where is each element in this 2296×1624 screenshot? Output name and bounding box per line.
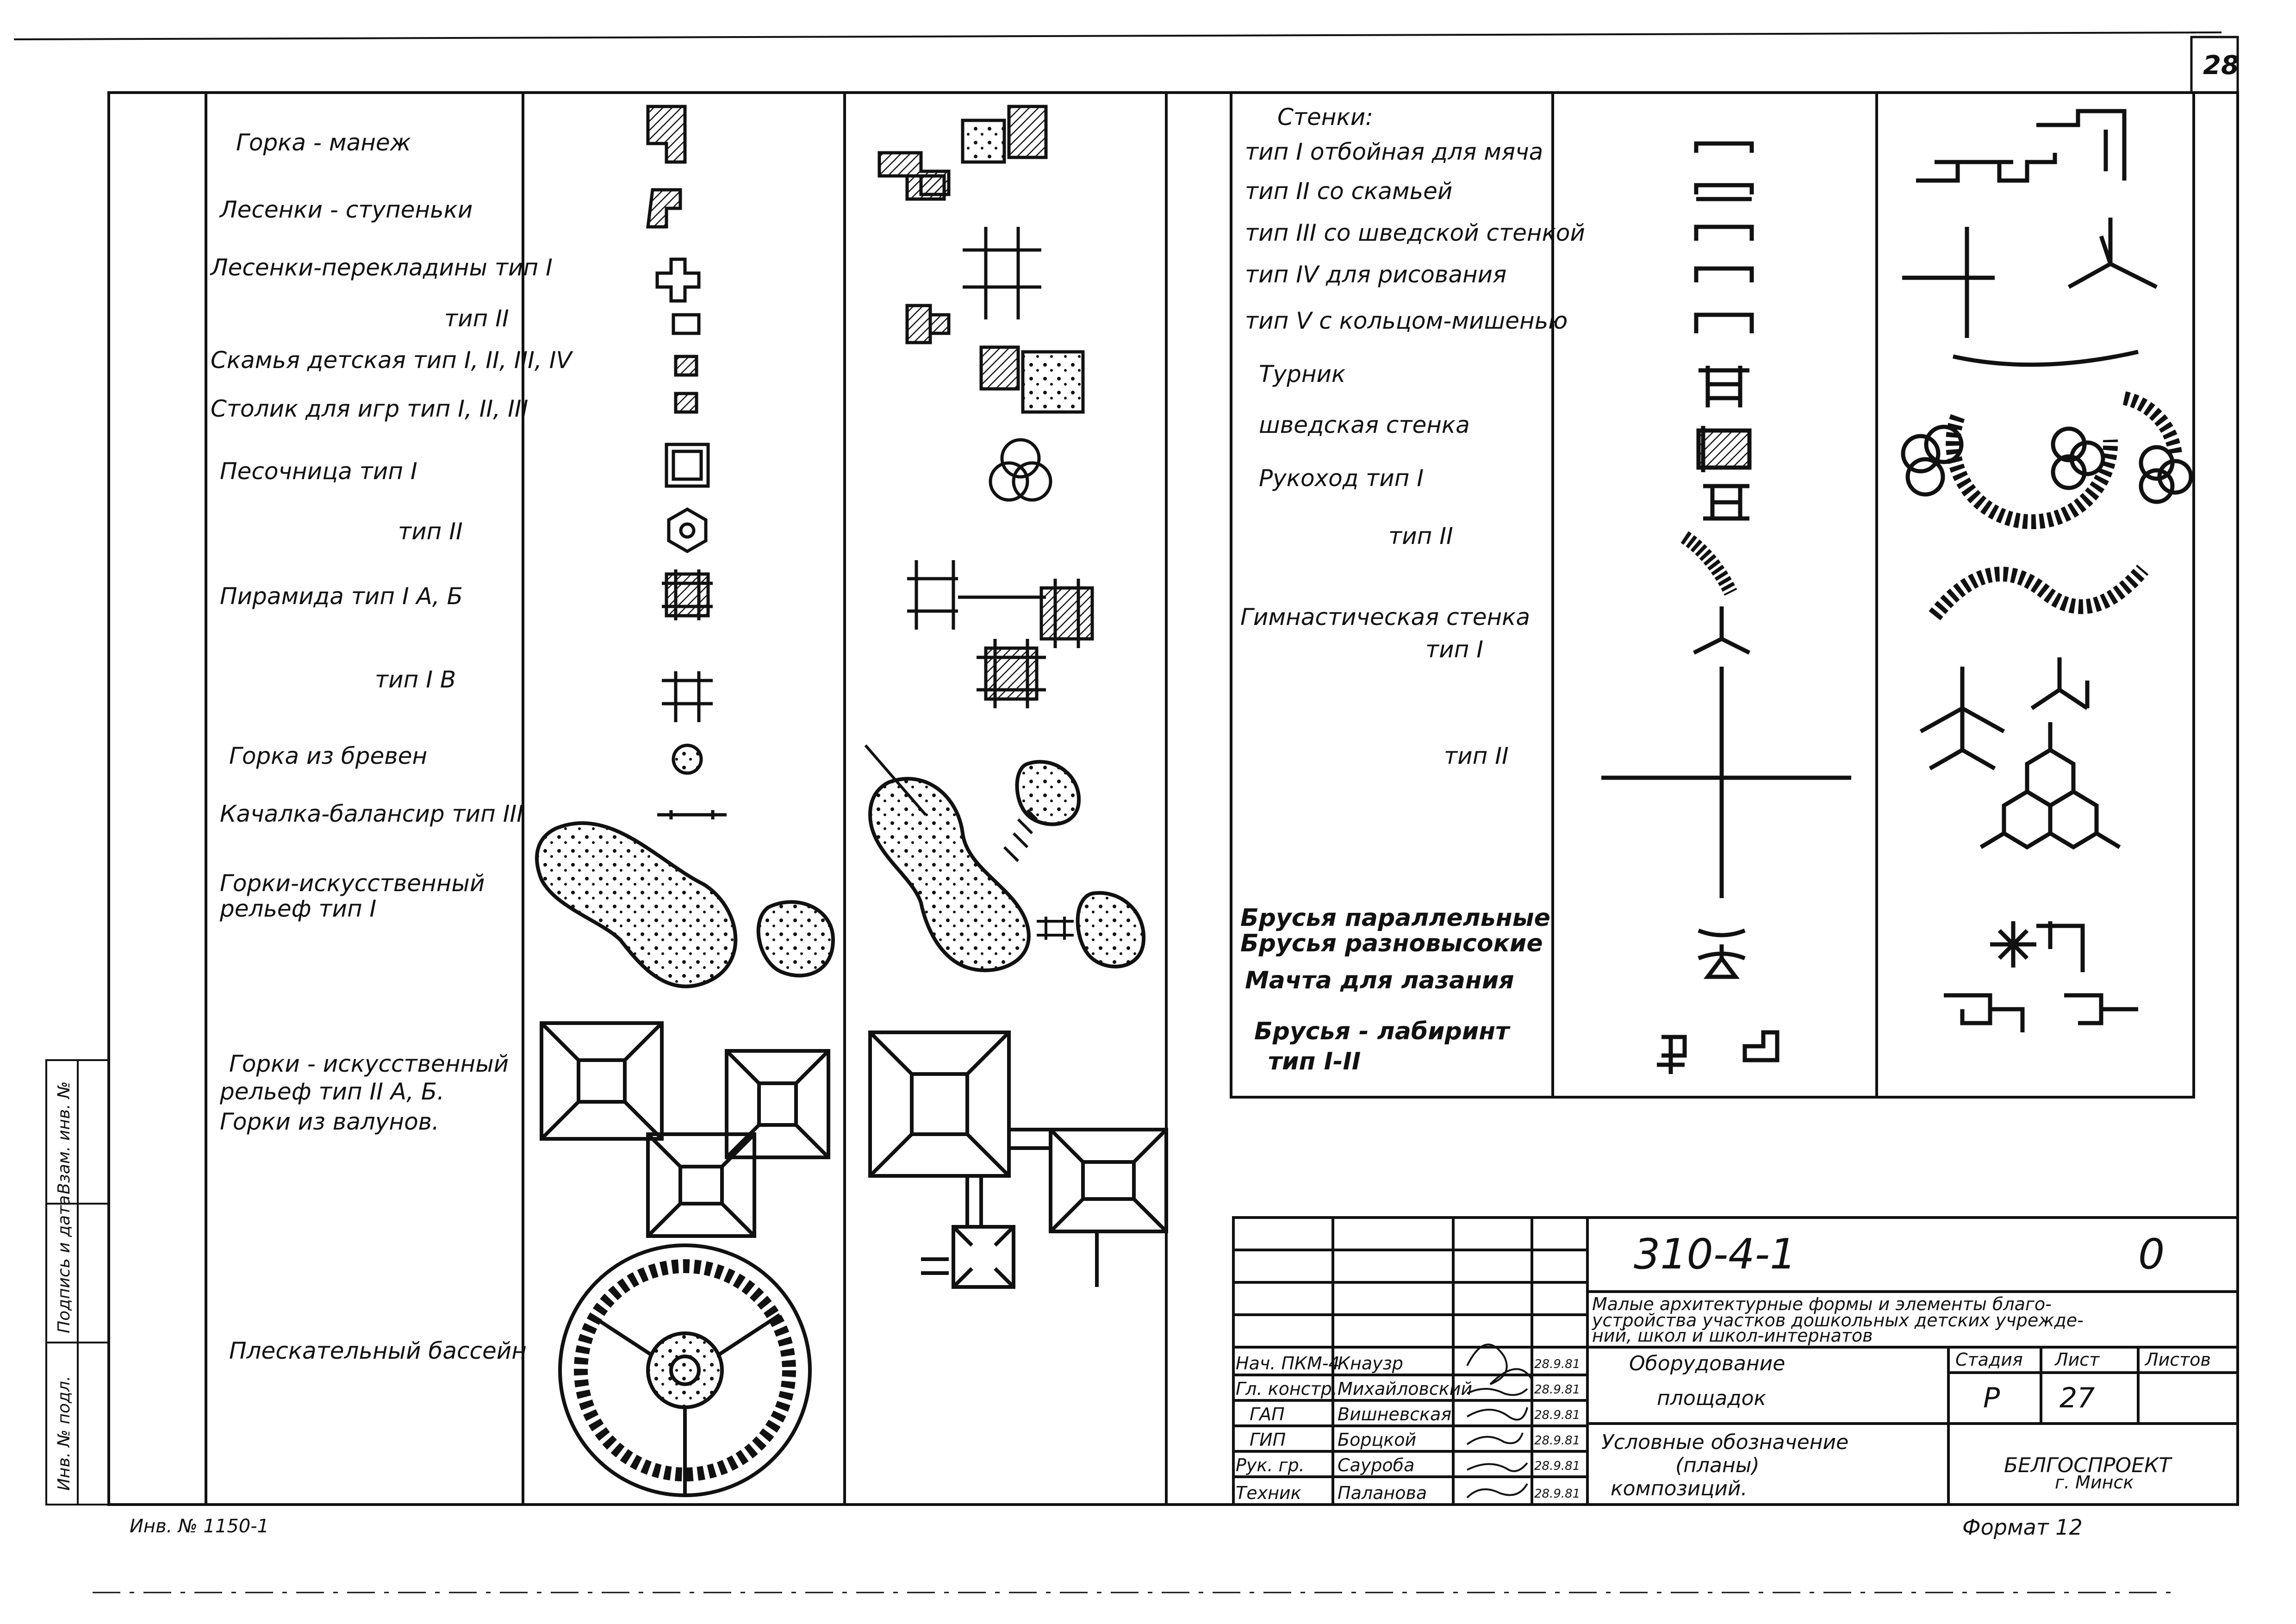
paddling-pool [558,1243,812,1497]
legend-item: Плескательный бассейн [229,1337,527,1364]
org-name: БЕЛГОСПРОЕКТ [2004,1454,2172,1477]
sheet-title-1: Оборудование [1629,1352,1785,1375]
project-title-1: Малые архитектурные формы и элементы бла… [1592,1294,2052,1314]
signature-date: 28.9.81 [1534,1408,1580,1422]
right-legend-frame [1230,91,2195,1099]
stage-header: Стадия [1955,1349,2023,1370]
signature-date: 28.9.81 [1534,1487,1580,1501]
signature-name: Вишневская [1338,1404,1451,1424]
sheet-header: Лист [2054,1349,2100,1370]
symbols-column-2 [877,105,1094,708]
legend-item: Брусья разновысокие [1240,930,1543,957]
relief-blobs [535,760,1146,988]
symbols-column-1 [646,105,727,819]
legend-item: Качалка-балансир тип III [220,800,523,827]
symbols-column-4 [1901,109,2193,1032]
legend-item: Стенки: [1277,104,1373,131]
legend-item: тип II [398,518,463,545]
signature-name: Михайловский [1338,1379,1472,1399]
signature-name: Сауроба [1338,1455,1414,1475]
project-title-2: устройства участков дошкольных детских у… [1592,1310,2084,1330]
left-legend: Горка - манеж Лесенки - ступеньки Лесенк… [210,129,573,1364]
signature-date: 28.9.81 [1534,1459,1580,1473]
legend-item: Горка - манеж [236,129,411,156]
sheet-title-2: площадок [1657,1387,1767,1410]
legend-item: тип I В [375,666,456,693]
signature-date: 28.9.81 [1534,1434,1580,1448]
issue-number: 0 [2138,1230,2165,1279]
legend-item: тип I-II [1268,1048,1361,1075]
project-title-3: ний, школ и школ-интернатов [1592,1325,1873,1346]
stamp-signature: Подпись и дата [55,1195,74,1333]
legend-item: Гимнастическая стенка [1240,604,1530,631]
legend-item: Песочница тип I [220,458,417,485]
legend-item: Брусья параллельные [1240,904,1550,932]
signature-role: Техник [1236,1483,1301,1503]
side-stamp [45,1059,110,1505]
legend-item: Горки - искусственный [229,1050,509,1077]
legend-item: Рукоход тип I [1259,465,1424,492]
drawing-title-2: (планы) [1675,1454,1760,1477]
right-legend: Стенки: тип I отбойная для мяча тип II с… [1240,104,1585,1075]
legend-item: Турник [1259,361,1345,387]
signature-role: Гл. констр. [1236,1379,1338,1399]
signature-date: 28.9.81 [1534,1357,1580,1371]
stage-value: Р [1983,1382,2000,1414]
legend-item: тип II [444,305,509,332]
stamp-inventory: Инв. № подл. [55,1376,74,1491]
legend-item: Горки из валунов. [220,1108,439,1135]
drawing-frame [13,31,2239,1506]
legend-item: Горки-искусственный [220,870,485,897]
legend-item: Брусья - лабиринт [1254,1018,1511,1045]
signature-date: 28.9.81 [1534,1383,1580,1397]
legend-item: Пирамида тип I А, Б [220,583,463,610]
legend-item: тип I отбойная для мяча [1245,138,1543,165]
signature-role: ГИП [1250,1430,1286,1450]
legend-item: Лесенки-перекладины тип I [210,254,553,281]
legend-item: рельеф тип II А, Б. [219,1078,444,1105]
column-dividers [205,93,1168,1505]
signature-role: Нач. ПКМ-4 [1236,1353,1340,1374]
legend-item: Столик для игр тип I, II, III [211,395,528,422]
title-block-frame [1232,1216,2239,1506]
legend-item: тип II [1444,743,1509,769]
signature-role: ГАП [1250,1404,1285,1424]
org-city: г. Минск [2055,1472,2134,1493]
legend-item: тип II [1388,523,1453,550]
stamp-replace: Взам. инв. № [55,1081,74,1194]
format-label: Формат 12 [1962,1515,2083,1540]
drawing-title-3: композиций. [1611,1477,1748,1500]
legend-item: Скамья детская тип I, II, III, IV [211,347,573,374]
signature-name: Кнаузр [1338,1353,1403,1374]
signature-name: Паланова [1338,1483,1427,1503]
bottom-inventory: Инв. № 1150-1 [130,1516,269,1537]
legend-item: тип I [1425,636,1483,663]
pyramid-reliefs [540,1021,1168,1289]
legend-item: тип V с кольцом-мишенью [1245,307,1568,334]
drawing-title-1: Условные обозначение [1601,1430,1848,1454]
legend-item: Мачта для лазания [1245,967,1514,994]
legend-item: рельеф тип I [219,895,376,922]
legend-item: тип II со скамьей [1245,178,1452,205]
sheet-number: 28 [2203,50,2239,81]
sheets-header: Листов [2144,1349,2211,1370]
symbols-column-3 [1601,141,1851,1074]
signature-name: Борцкой [1338,1430,1416,1450]
signature-rows: Нач. ПКМ-4 Кнаузр 28.9.81 Гл. констр. Ми… [1236,1353,1580,1503]
signature-role: Рук. гр. [1236,1455,1305,1475]
legend-item: Горка из бревен [229,743,427,769]
legend-item: шведская стенка [1259,412,1470,438]
legend-item: Лесенки - ступеньки [219,196,473,223]
legend-item: тип IV для рисования [1245,261,1506,288]
doc-code: 310-4-1 [1634,1230,1796,1279]
sheet-value: 27 [2060,1382,2095,1414]
relief-stairs [864,744,1074,940]
legend-item: тип III со шведской стенкой [1245,219,1585,246]
handwritten-signatures [1466,1343,1533,1499]
